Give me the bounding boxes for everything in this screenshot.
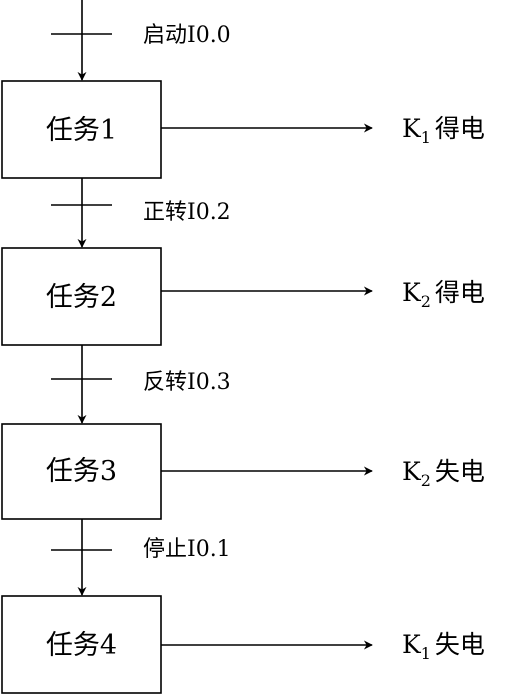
output-sub-1: 1 bbox=[421, 128, 431, 147]
transition-label-1: 启动I0.0 bbox=[143, 23, 231, 48]
transition-label-3: 反转I0.3 bbox=[143, 370, 231, 395]
output-letter-4: K bbox=[402, 630, 422, 659]
transition-bars bbox=[51, 33, 112, 551]
transition-label-2: 正转I0.2 bbox=[143, 200, 231, 225]
task-box-3: 任务3 bbox=[1, 423, 162, 520]
task-box-2: 任务2 bbox=[1, 247, 162, 346]
task-label-1: 任务1 bbox=[46, 115, 117, 146]
task-label-2: 任务2 bbox=[46, 282, 117, 313]
output-text-2: 得电 bbox=[435, 278, 485, 307]
task-box-4: 任务4 bbox=[1, 595, 162, 694]
output-text-4: 失电 bbox=[435, 630, 485, 659]
output-text-1: 得电 bbox=[435, 114, 485, 143]
output-sub-3: 2 bbox=[421, 471, 431, 490]
transition-label-4: 停止I0.1 bbox=[143, 537, 231, 562]
output-arrows bbox=[161, 123, 373, 650]
output-sub-2: 2 bbox=[421, 292, 431, 311]
task-label-3: 任务3 bbox=[46, 456, 117, 487]
task-box-1: 任务1 bbox=[1, 80, 162, 179]
output-letter-2: K bbox=[402, 278, 422, 307]
output-letter-3: K bbox=[402, 457, 422, 486]
output-letter-1: K bbox=[402, 114, 422, 143]
output-text-3: 失电 bbox=[435, 457, 485, 486]
output-sub-4: 1 bbox=[421, 644, 431, 663]
task-label-4: 任务4 bbox=[46, 630, 117, 661]
